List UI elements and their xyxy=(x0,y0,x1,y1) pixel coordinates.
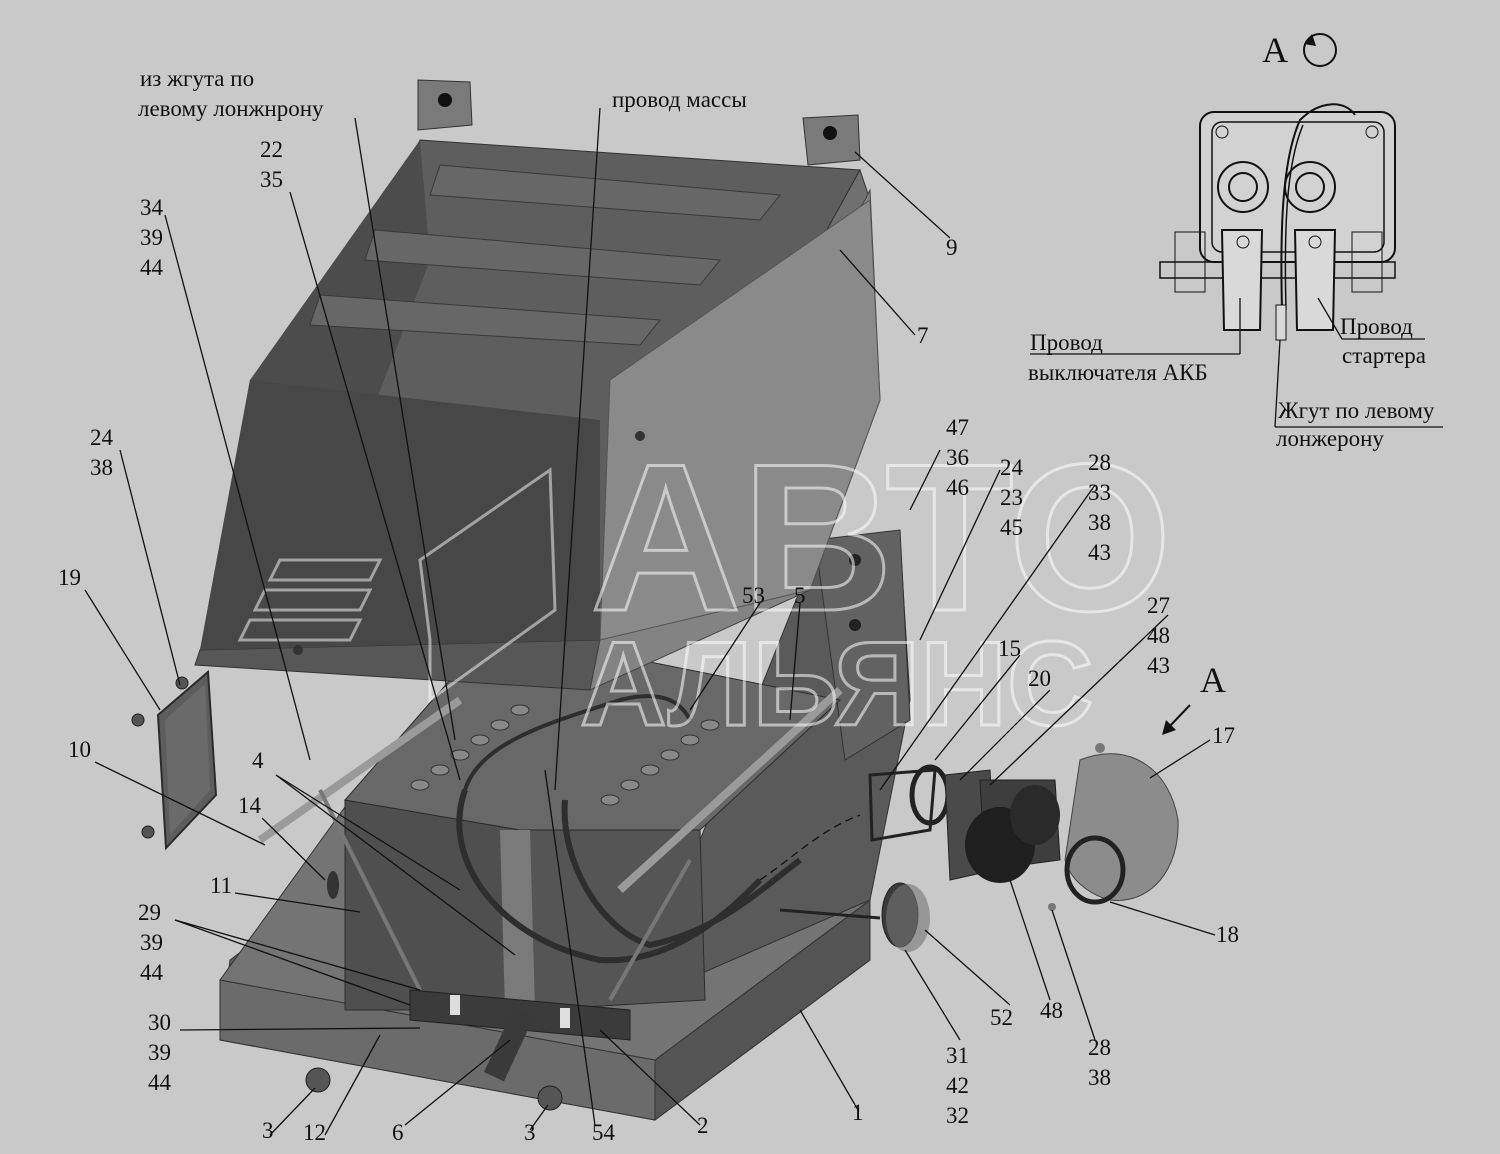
part-32: 32 xyxy=(946,1103,969,1128)
leader-lines xyxy=(84,107,1216,1136)
part-28-a: 28 xyxy=(1088,450,1111,475)
annotation-rail-harness-line2: лонжерону xyxy=(1276,426,1384,451)
part-23: 23 xyxy=(1000,485,1023,510)
part-52: 52 xyxy=(990,1005,1013,1030)
part-28-b: 28 xyxy=(1088,1035,1111,1060)
part-39: 39 xyxy=(140,225,163,250)
part-19: 19 xyxy=(58,565,81,590)
part-31: 31 xyxy=(946,1043,969,1068)
part-48-a: 48 xyxy=(1147,623,1170,648)
annotation-harness-line1: из жгута по xyxy=(140,66,254,91)
watermark-line2: АЛЬЯНС xyxy=(580,617,1094,751)
part-3-right: 3 xyxy=(524,1120,536,1145)
part-53: 53 xyxy=(742,583,765,608)
part-24: 24 xyxy=(90,425,114,450)
part-30-44: 44 xyxy=(148,1070,172,1095)
part-29: 29 xyxy=(138,900,161,925)
labels: А из жгута по левому лонжнрону провод ма… xyxy=(58,30,1435,1145)
part-1: 1 xyxy=(852,1100,864,1125)
part-22: 22 xyxy=(260,137,283,162)
part-33: 33 xyxy=(1088,480,1111,505)
side-cover-plate xyxy=(131,669,218,851)
part-46: 46 xyxy=(946,475,969,500)
part-43-b: 43 xyxy=(1147,653,1170,678)
part-45: 45 xyxy=(1000,515,1023,540)
part-42: 42 xyxy=(946,1073,969,1098)
annotation-switch-wire-line1: Провод xyxy=(1030,330,1103,355)
part-14: 14 xyxy=(238,793,262,818)
part-47: 47 xyxy=(946,415,969,440)
part-20: 20 xyxy=(1028,666,1051,691)
part-34: 34 xyxy=(140,195,164,220)
annotation-switch-wire-line2: выключателя АКБ xyxy=(1028,360,1208,385)
part-54: 54 xyxy=(592,1120,616,1145)
part-43-a: 43 xyxy=(1088,540,1111,565)
view-a-detail xyxy=(1030,33,1443,428)
annotation-harness-line2: левому лонжнрону xyxy=(138,96,324,121)
part-38: 38 xyxy=(90,455,113,480)
annotation-rail-harness-line1: Жгут по левому xyxy=(1278,398,1435,423)
part-30: 30 xyxy=(148,1010,171,1035)
battery-switch-assembly xyxy=(759,743,1179,952)
part-36: 36 xyxy=(946,445,969,470)
part-9: 9 xyxy=(946,235,958,260)
part-17: 17 xyxy=(1212,723,1235,748)
part-29-44: 44 xyxy=(140,960,164,985)
part-12: 12 xyxy=(303,1120,326,1145)
part-18: 18 xyxy=(1216,922,1239,947)
part-6: 6 xyxy=(392,1120,404,1145)
battery-box-lid xyxy=(194,79,881,691)
part-2: 2 xyxy=(697,1113,709,1138)
part-15: 15 xyxy=(998,636,1021,661)
part-29-39: 39 xyxy=(140,930,163,955)
part-30-39: 39 xyxy=(148,1040,171,1065)
part-24-b: 24 xyxy=(1000,455,1024,480)
part-10: 10 xyxy=(68,737,91,762)
part-27: 27 xyxy=(1147,593,1170,618)
watermark-line1: АВТО xyxy=(590,420,1172,655)
part-4: 4 xyxy=(252,748,264,773)
annotation-starter-wire-line2: стартера xyxy=(1342,343,1426,368)
battery-box-body xyxy=(219,529,911,1121)
part-7: 7 xyxy=(917,323,929,348)
view-title: А xyxy=(1262,30,1288,70)
part-38-a: 38 xyxy=(1088,510,1111,535)
watermark: АВТО АЛЬЯНС xyxy=(237,419,1173,753)
part-5: 5 xyxy=(794,583,806,608)
part-3-left: 3 xyxy=(262,1118,274,1143)
annotation-ground-wire: провод массы xyxy=(612,87,747,112)
part-44: 44 xyxy=(140,255,164,280)
part-11: 11 xyxy=(210,873,232,898)
part-35: 35 xyxy=(260,167,283,192)
view-arrow-label: А xyxy=(1200,660,1226,700)
part-48: 48 xyxy=(1040,998,1063,1023)
annotation-starter-wire-line1: Провод xyxy=(1340,314,1413,339)
part-38-b: 38 xyxy=(1088,1065,1111,1090)
